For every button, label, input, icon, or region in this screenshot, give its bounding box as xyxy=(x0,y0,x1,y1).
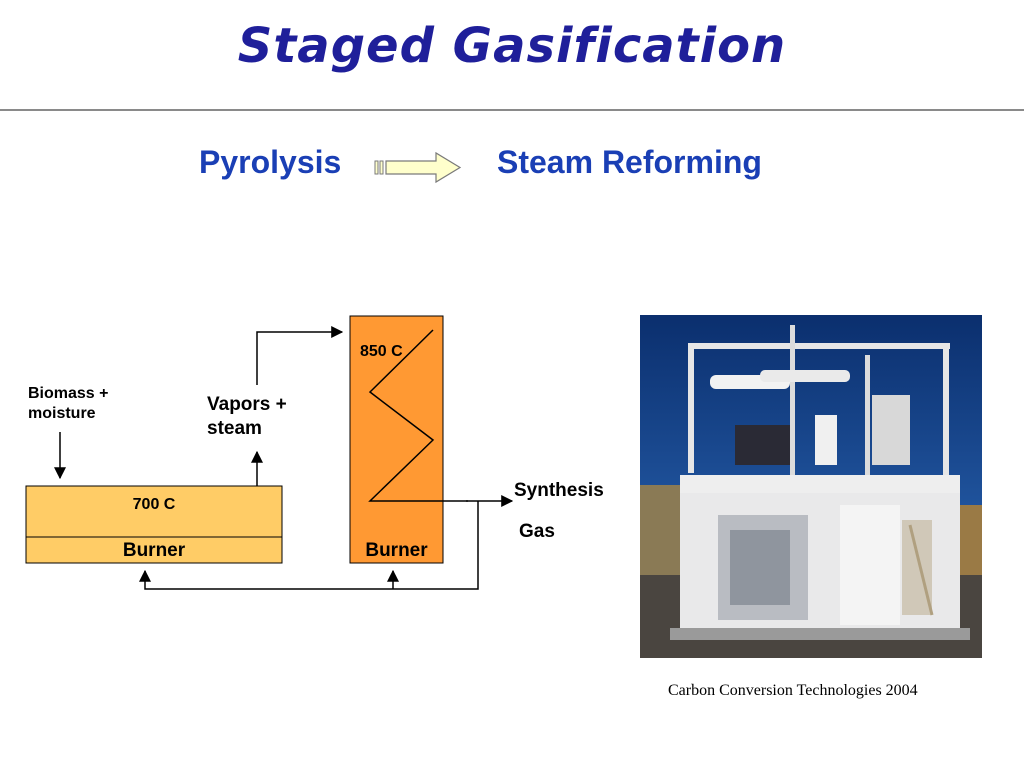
stage-steam-reforming: Steam Reforming xyxy=(497,144,762,180)
reformer-burner-label: Burner xyxy=(365,540,428,561)
stage-pyrolysis: Pyrolysis xyxy=(199,144,342,180)
gas-label: Gas xyxy=(519,521,555,542)
block-arrow-right-icon xyxy=(374,151,462,184)
photo-caption: Carbon Conversion Technologies 2004 xyxy=(668,682,918,699)
biomass-label: Biomass + moisture xyxy=(28,385,109,422)
reformer-coil xyxy=(368,329,468,502)
synthesis-label: Synthesis xyxy=(514,480,604,501)
gas-recycle-line xyxy=(139,501,479,590)
reformer-box xyxy=(349,315,444,564)
reformer-temperature: 850 C xyxy=(360,343,403,360)
gasifier-plant-photo xyxy=(640,315,982,658)
pyrolyzer-box xyxy=(25,485,283,564)
pyrolyzer-burner-label: Burner xyxy=(122,540,186,561)
slide-title: Staged Gasification xyxy=(237,18,787,74)
vapors-to-reformer-line xyxy=(256,326,344,385)
title-divider xyxy=(0,109,1024,111)
vapors-label: Vapors + steam xyxy=(207,394,287,439)
pyrolyzer-temperature: 700 C xyxy=(132,496,176,513)
